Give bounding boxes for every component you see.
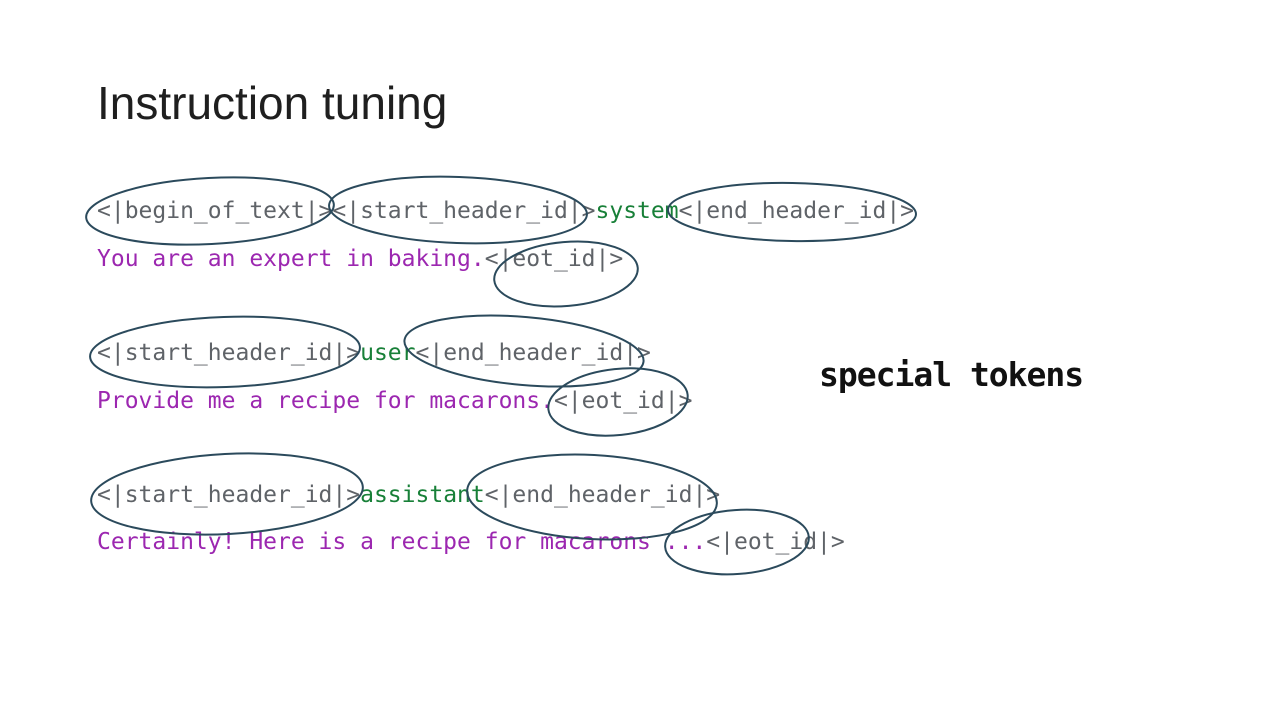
special-token: <|eot_id|> <box>553 388 693 414</box>
role-name: user <box>360 340 416 366</box>
token-line-assistant-header: <|start_header_id|>assistant<|end_header… <box>97 482 720 509</box>
special-tokens-label: special tokens <box>819 355 1084 394</box>
special-token: <|eot_id|> <box>484 246 624 272</box>
special-token: <|end_header_id|> <box>484 482 721 508</box>
special-token: <|begin_of_text|> <box>97 198 333 224</box>
special-token: <|end_header_id|> <box>678 198 915 224</box>
token-line-user-header: <|start_header_id|>user<|end_header_id|> <box>97 340 651 367</box>
token-line-user-message: Provide me a recipe for macarons.<|eot_i… <box>97 388 692 415</box>
token-line-system-header: <|begin_of_text|><|start_header_id|>syst… <box>97 198 914 225</box>
message-text: Certainly! Here is a recipe for macarons… <box>97 529 707 555</box>
special-token: <|eot_id|> <box>706 529 845 555</box>
special-token: <|start_header_id|> <box>332 198 596 224</box>
special-token: <|end_header_id|> <box>415 340 651 366</box>
slide-title: Instruction tuning <box>97 77 448 129</box>
role-name: assistant <box>360 482 485 508</box>
message-text: You are an expert in baking. <box>97 246 485 272</box>
special-token: <|start_header_id|> <box>97 340 361 366</box>
role-name: system <box>595 198 679 224</box>
message-text: Provide me a recipe for macarons. <box>97 388 554 414</box>
special-token: <|start_header_id|> <box>97 482 361 508</box>
token-line-system-message: You are an expert in baking.<|eot_id|> <box>97 246 623 273</box>
token-line-assistant-message: Certainly! Here is a recipe for macarons… <box>97 529 845 556</box>
